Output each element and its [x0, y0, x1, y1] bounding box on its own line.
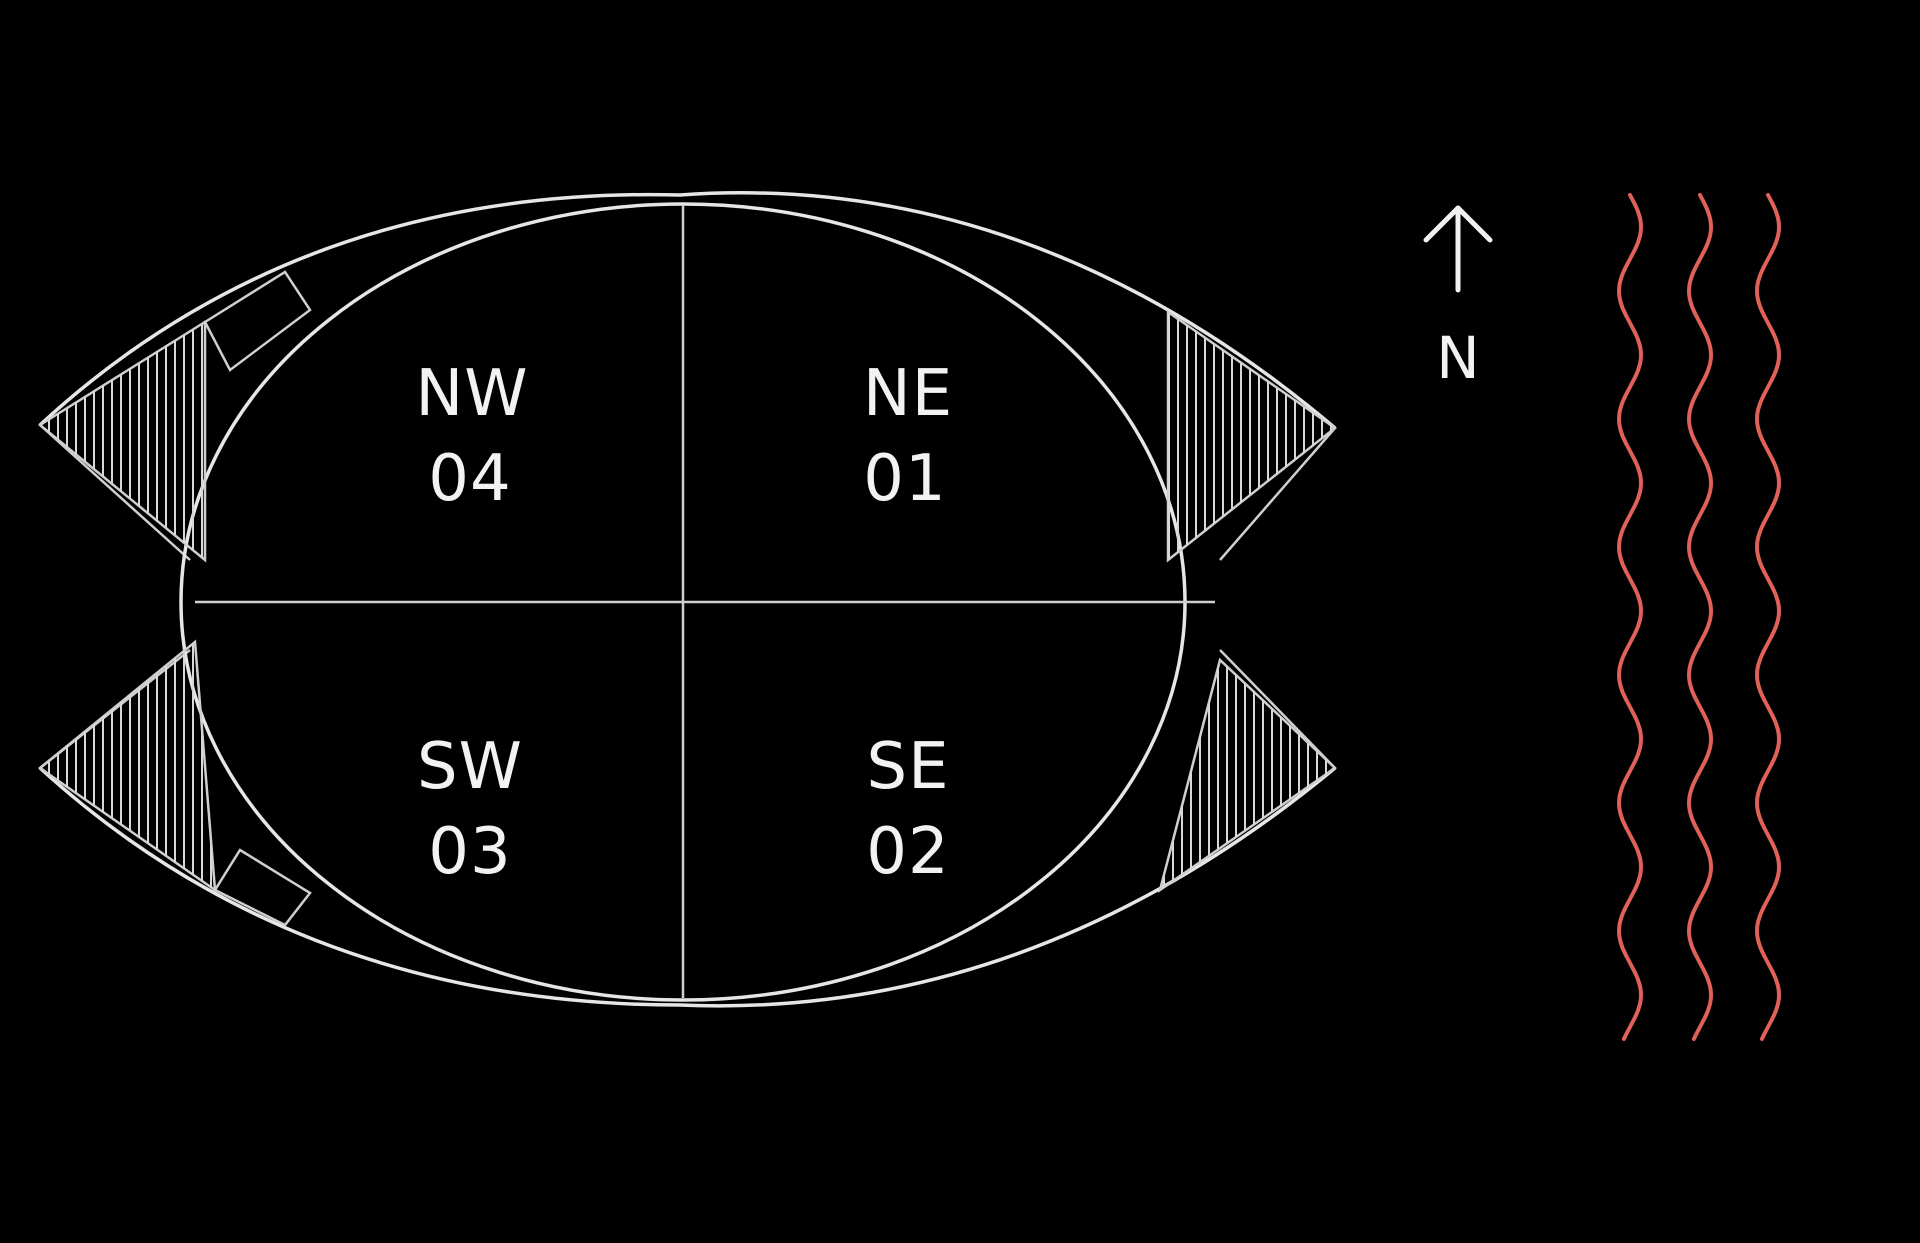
quadrant-se-direction: SE: [866, 730, 949, 804]
quadrant-nw: NW 04: [415, 357, 528, 516]
quadrant-nw-number: 04: [428, 442, 511, 516]
north-label: N: [1436, 324, 1479, 392]
stand-ne: [1166, 309, 1338, 563]
quadrant-se-number: 02: [866, 815, 949, 889]
quadrant-sw-direction: SW: [417, 730, 523, 804]
quadrant-nw-direction: NW: [415, 357, 528, 431]
quadrant-se: SE 02: [866, 730, 949, 889]
stand-se: [1157, 657, 1337, 893]
arrow-up-icon: [1423, 205, 1493, 293]
stand-sw: [37, 639, 312, 927]
wave-line: [1616, 193, 1644, 1041]
quadrant-ne-number: 01: [863, 442, 946, 516]
wave-line: [1754, 193, 1782, 1041]
stand-se-hatching: [1163, 660, 1335, 890]
quadrant-sw-number: 03: [428, 815, 511, 889]
quadrant-ne-direction: NE: [863, 357, 953, 431]
stand-ne-hatching: [1168, 312, 1332, 560]
water-waves: [1616, 193, 1782, 1041]
quadrant-divider: [195, 205, 1215, 998]
north-arrow: N: [1423, 205, 1493, 392]
outer-hull: [38, 191, 1337, 1008]
wave-line: [1686, 193, 1714, 1041]
quadrant-sw: SW 03: [417, 730, 523, 889]
stand-sw-hatching: [40, 642, 212, 890]
stand-nw: [37, 270, 312, 563]
quadrant-ne: NE 01: [863, 357, 953, 516]
